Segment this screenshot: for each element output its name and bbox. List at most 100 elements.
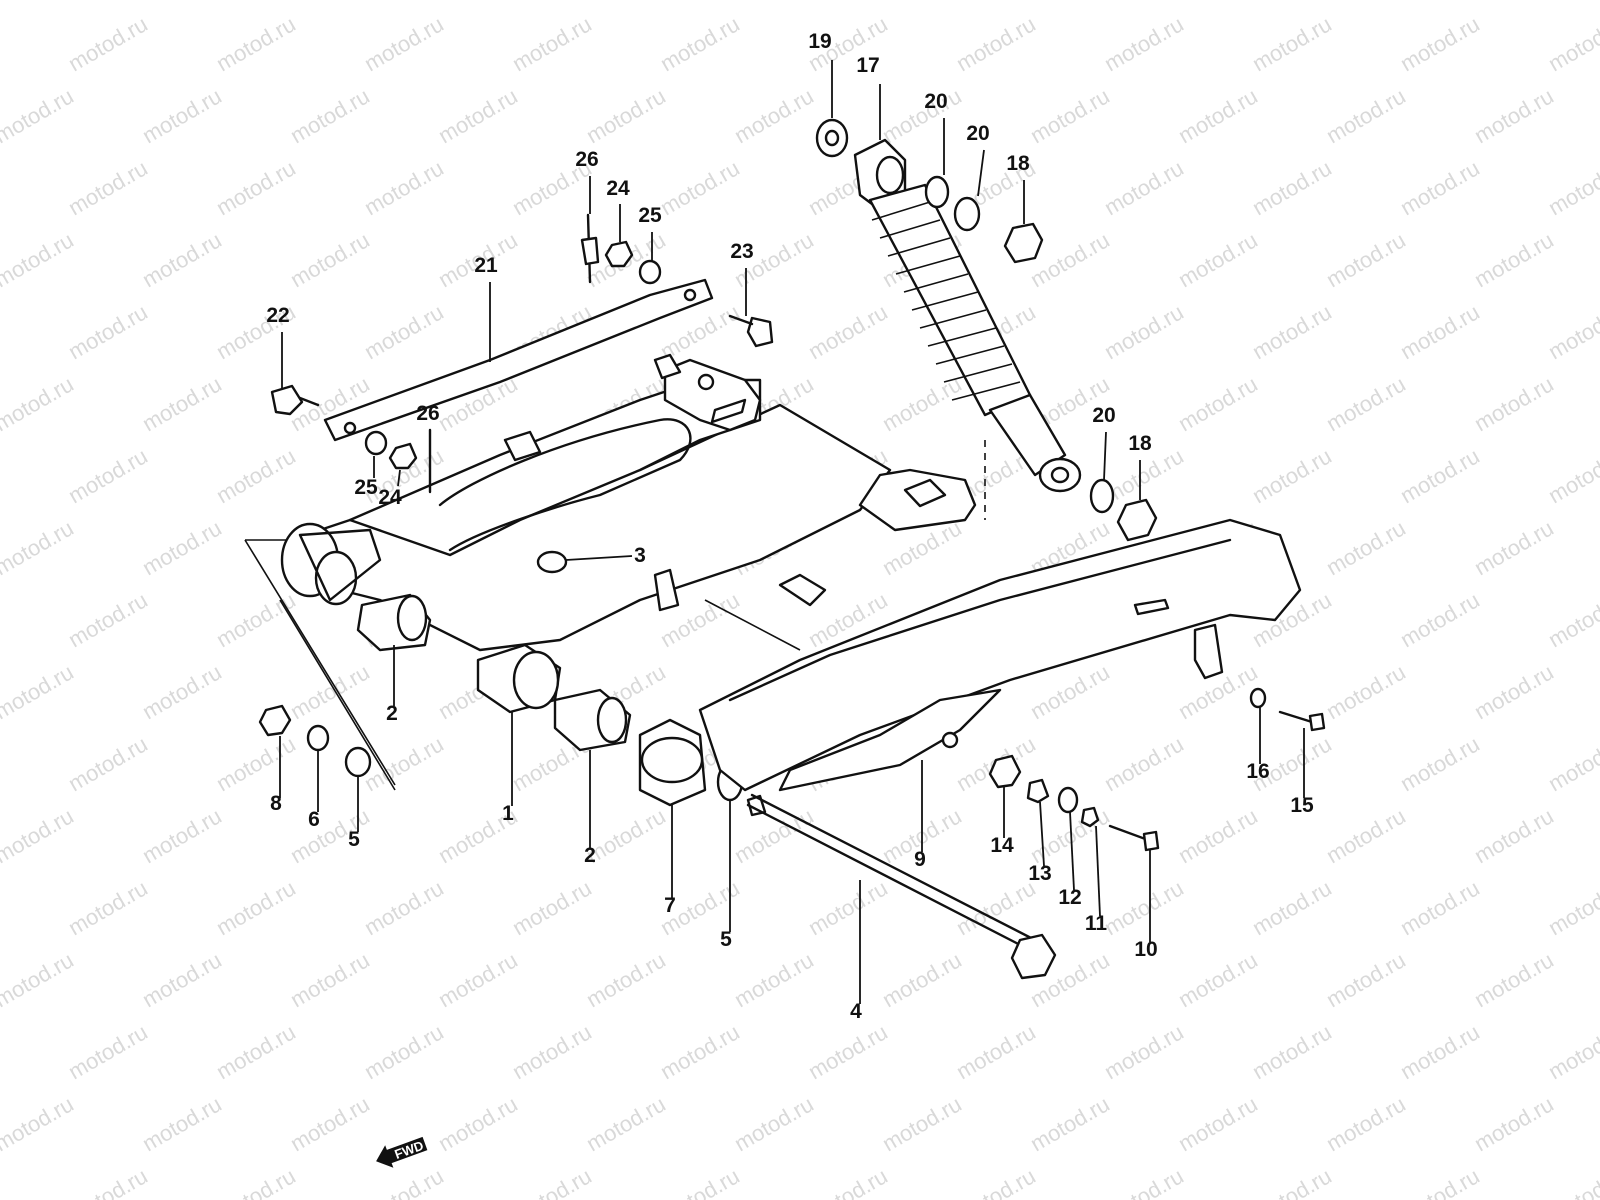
- watermark-text: motod.ru: [1248, 299, 1336, 364]
- callout-label-c21: 21: [474, 254, 498, 277]
- watermark-text: motod.ru: [1100, 299, 1188, 364]
- shock-bottom-bore: [1050, 466, 1070, 484]
- watermark-text: motod.ru: [1544, 11, 1600, 76]
- watermark-text: motod.ru: [1470, 947, 1558, 1012]
- watermark-text: motod.ru: [360, 1163, 448, 1200]
- watermark-text: motod.ru: [1322, 515, 1410, 580]
- callout-label-c18b: 18: [1128, 432, 1152, 455]
- watermark-text: motod.ru: [1174, 83, 1262, 148]
- watermark-text: motod.ru: [1174, 803, 1262, 868]
- watermark-text: motod.ru: [1026, 1091, 1114, 1156]
- watermark-text: motod.ru: [138, 83, 226, 148]
- washer-20c: [1089, 478, 1115, 514]
- callout-label-c20a: 20: [924, 90, 947, 113]
- washer-19: [815, 118, 849, 158]
- shock-spring-coils: [871, 201, 1021, 401]
- watermark-text: motod.ru: [1470, 227, 1558, 292]
- watermark-text: motod.ru: [878, 371, 966, 436]
- callout-label-c4: 4: [850, 1000, 862, 1023]
- swingarm-inner-curve: [438, 418, 692, 552]
- leader-line-c3: [565, 555, 633, 561]
- small-bracket: [503, 430, 542, 462]
- watermark-text: motod.ru: [1470, 515, 1558, 580]
- watermark-text: motod.ru: [360, 1019, 448, 1084]
- watermark-text: motod.ru: [1470, 803, 1558, 868]
- watermark-text: motod.ru: [1396, 731, 1484, 796]
- watermark-text: motod.ru: [582, 83, 670, 148]
- watermark-text: motod.ru: [0, 1091, 78, 1156]
- watermark-text: motod.ru: [286, 947, 374, 1012]
- hardware-left: [258, 704, 372, 778]
- assembly-guide-line: [279, 599, 396, 791]
- center-tab: [653, 568, 680, 612]
- callout-label-c11: 11: [1085, 912, 1108, 935]
- washer-25-lower: [364, 430, 388, 456]
- right-arm-slot: [1133, 598, 1170, 616]
- washer-20a: [924, 175, 950, 209]
- watermark-text: motod.ru: [804, 875, 892, 940]
- watermark-text: motod.ru: [1322, 0, 1410, 4]
- callout-label-c24b: 24: [378, 486, 402, 509]
- watermark-text: motod.ru: [0, 299, 4, 364]
- watermark-text: motod.ru: [138, 947, 226, 1012]
- nut-18-top: [1003, 222, 1044, 264]
- watermark-text: motod.ru: [64, 731, 152, 796]
- watermark-text: motod.ru: [1544, 443, 1600, 508]
- callout-label-c15: 15: [1290, 794, 1314, 817]
- leader-line-c24b: [397, 469, 401, 487]
- watermark-text: motod.ru: [1396, 11, 1484, 76]
- pivot-axle-4-edge: [750, 793, 1037, 942]
- callout-label-c7: 7: [664, 894, 676, 917]
- watermark-text: motod.ru: [0, 515, 78, 580]
- assembly-guide-line: [704, 599, 801, 651]
- collar-13: [1026, 778, 1050, 804]
- callout-label-c8: 8: [270, 792, 282, 815]
- washer-19-hole: [824, 129, 840, 147]
- watermark-text: motod.ru: [286, 227, 374, 292]
- watermark-text: motod.ru: [878, 947, 966, 1012]
- watermark-text: motod.ru: [212, 11, 300, 76]
- watermark-text: motod.ru: [804, 1163, 892, 1200]
- watermark-text: motod.ru: [656, 1163, 744, 1200]
- watermark-text: motod.ru: [64, 1163, 152, 1200]
- callout-label-c3: 3: [634, 544, 646, 567]
- watermark-text: motod.ru: [508, 11, 596, 76]
- hardware-right: [988, 687, 1326, 852]
- callout-label-c23: 23: [730, 240, 753, 263]
- bushing-2-upper-end: [396, 594, 428, 642]
- washer-16: [1249, 687, 1267, 709]
- callout-label-c2b: 2: [584, 844, 596, 867]
- watermark-text: motod.ru: [1322, 947, 1410, 1012]
- watermark-text: motod.ru: [804, 1019, 892, 1084]
- callout-label-c2a: 2: [386, 702, 398, 725]
- callout-label-c14: 14: [990, 834, 1014, 857]
- leader-line-c11: [1095, 825, 1101, 917]
- watermark-text: motod.ru: [64, 155, 152, 220]
- watermark-text: motod.ru: [1544, 1163, 1600, 1200]
- bracket-bushing: [903, 478, 947, 508]
- washer-5-left: [344, 746, 372, 778]
- watermark-text: motod.ru: [730, 947, 818, 1012]
- watermark-text: motod.ru: [1470, 1091, 1558, 1156]
- bolt-22: [270, 384, 304, 416]
- watermark-text: motod.ru: [212, 1019, 300, 1084]
- watermark-text: motod.ru: [0, 1163, 4, 1200]
- watermark-text: motod.ru: [0, 371, 78, 436]
- washer-25-top: [638, 259, 662, 285]
- shock-top-bore: [875, 155, 905, 195]
- watermark-text: motod.ru: [656, 155, 744, 220]
- watermark-text: motod.ru: [656, 11, 744, 76]
- callout-label-c9: 9: [914, 848, 926, 871]
- bolt-22-shank: [298, 396, 320, 407]
- watermark-text: motod.ru: [582, 0, 670, 4]
- callout-label-c20b: 20: [966, 122, 989, 145]
- watermark-text: motod.ru: [1544, 1019, 1600, 1084]
- cotter-pin-26-top-head: [580, 236, 600, 266]
- pivot-axle-4: [746, 803, 1032, 952]
- watermark-text: motod.ru: [878, 0, 966, 4]
- watermark-text: motod.ru: [1100, 11, 1188, 76]
- callout-label-c25a: 25: [638, 204, 662, 227]
- shock-absorber: [815, 118, 1158, 542]
- watermark-text: motod.ru: [952, 875, 1040, 940]
- watermark-text: motod.ru: [286, 0, 374, 4]
